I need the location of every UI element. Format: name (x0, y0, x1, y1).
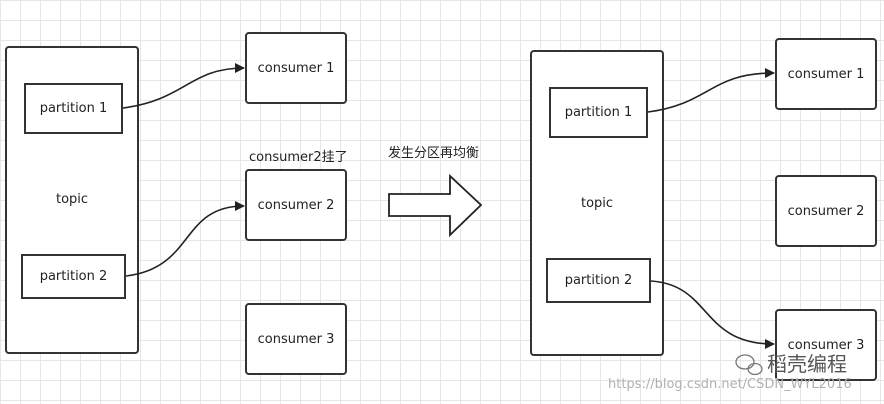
left-partition-2: partition 2 (21, 254, 126, 299)
connector-left-p1-c1 (122, 63, 245, 109)
connector-right-p2-c3 (650, 280, 775, 349)
right-topic-label: topic (581, 196, 614, 211)
right-consumer-3: consumer 3 (775, 309, 877, 381)
watermark-brand: 稻壳编程 (767, 352, 847, 376)
watermark-url: https://blog.csdn.net/CSDN_WYL2016 (608, 377, 852, 392)
right-consumer-1: consumer 1 (775, 38, 877, 110)
wechat-watermark-icon (735, 354, 763, 376)
right-partition-1: partition 1 (549, 87, 648, 138)
left-consumer-3: consumer 3 (245, 303, 347, 375)
left-consumer-2: consumer 2 (245, 169, 347, 241)
connector-right-p1-c1 (647, 68, 775, 113)
left-consumer2-note: consumer2挂了 (249, 150, 348, 165)
right-partition-2: partition 2 (546, 258, 651, 303)
right-consumer-2: consumer 2 (775, 175, 877, 247)
connector-left-p2-c2 (125, 201, 245, 277)
left-partition-1: partition 1 (24, 83, 123, 134)
left-consumer-1: consumer 1 (245, 32, 347, 104)
left-topic-label: topic (56, 192, 89, 207)
rebalance-label: 发生分区再均衡 (388, 146, 480, 161)
rebalance-arrow (388, 173, 483, 238)
